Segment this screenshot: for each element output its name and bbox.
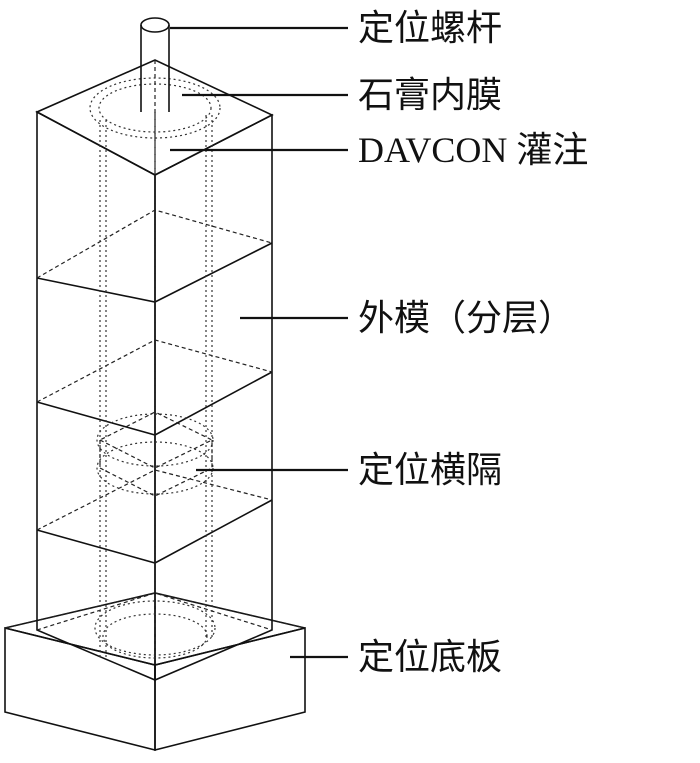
outer-mold-column: [35, 59, 274, 682]
label-base-plate: 定位底板: [358, 637, 502, 678]
positioning-spacer: [98, 411, 214, 497]
label-outer-mold: 外模（分层）: [358, 298, 574, 339]
label-pour: DAVCON 灌注: [358, 130, 588, 170]
label-spacer: 定位横隔: [358, 450, 502, 491]
label-liner: 石膏内膜: [358, 75, 502, 116]
leader-lines: [170, 26, 348, 659]
positioning-bolt: [140, 17, 170, 660]
label-bolt: 定位螺杆: [358, 8, 502, 49]
labels: 定位螺杆 石膏内膜 DAVCON 灌注 外模（分层） 定位横隔 定位底板: [358, 8, 588, 678]
gypsum-liner: [89, 77, 221, 660]
